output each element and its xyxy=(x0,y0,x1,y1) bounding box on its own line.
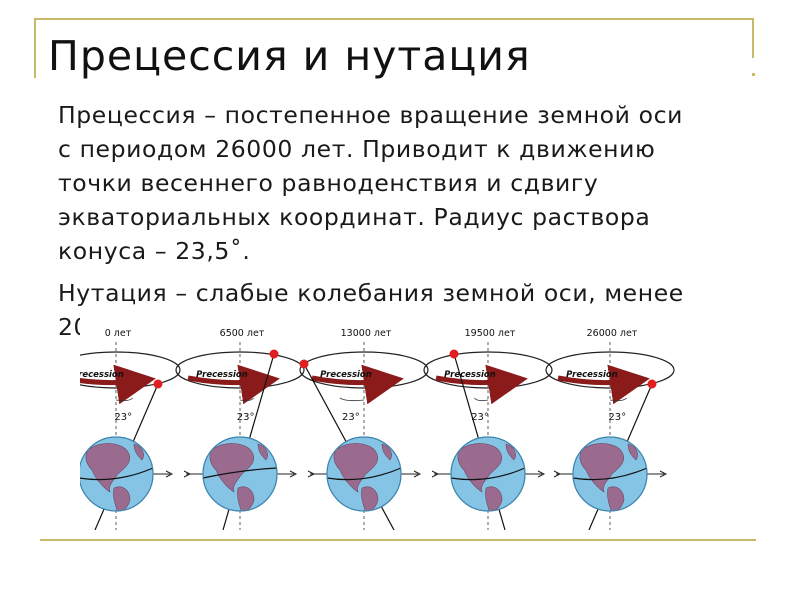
angle-label: 23° xyxy=(608,412,626,423)
globe-equator xyxy=(80,467,154,481)
globe xyxy=(80,436,154,512)
pole-dot xyxy=(153,379,163,389)
pole-dot xyxy=(269,349,279,359)
stage-time-label: 26000 лет xyxy=(587,328,638,339)
south-america-shape xyxy=(361,486,379,511)
angle-arc xyxy=(239,397,254,402)
frame-corner-dot xyxy=(752,73,755,76)
globe-land xyxy=(85,443,144,511)
north-america-shape xyxy=(333,443,379,493)
ecliptic-arrow-left xyxy=(553,470,562,478)
frame-bottom-line xyxy=(40,539,756,541)
globe-land xyxy=(333,443,392,511)
frame-top-line xyxy=(34,18,754,20)
angle-arc xyxy=(115,397,134,402)
angle-label: 23° xyxy=(114,412,132,423)
globe-land xyxy=(457,443,516,511)
angle-label: 23° xyxy=(342,412,360,423)
globe xyxy=(572,436,648,512)
globe-land xyxy=(579,443,638,511)
precession-label: Precession xyxy=(320,370,372,380)
south-america-shape xyxy=(237,486,255,511)
pole-dot xyxy=(647,379,657,389)
stage-time-label: 6500 лет xyxy=(220,328,265,339)
globe-equator xyxy=(572,467,648,481)
greenland-shape xyxy=(627,443,638,461)
ecliptic-arrow-left xyxy=(183,470,192,478)
globe-outline xyxy=(326,436,402,512)
greenland-shape xyxy=(505,443,516,461)
pole-dot xyxy=(449,349,459,359)
angle-arc xyxy=(474,397,489,402)
ecliptic-arrow-right xyxy=(289,470,298,478)
greenland-shape xyxy=(133,443,144,461)
ecliptic-arrow-right xyxy=(165,470,174,478)
stage-time-label: 19500 лет xyxy=(465,328,516,339)
south-america-shape xyxy=(485,486,503,511)
frame-right-line xyxy=(752,18,754,58)
north-america-shape xyxy=(85,443,131,493)
nutation-paragraph: Нутация – слабые колебания земной оси, м… xyxy=(58,279,684,341)
ecliptic-arrow-right xyxy=(413,470,422,478)
precession-label: Precession xyxy=(196,370,248,380)
precession-paragraph: Прецессия – постепенное вращение земной … xyxy=(58,101,683,265)
north-america-shape xyxy=(209,443,255,493)
ecliptic-arrow-right xyxy=(537,470,546,478)
south-america-shape xyxy=(607,486,625,511)
angle-arc xyxy=(609,397,628,402)
globe-outline xyxy=(80,436,154,512)
angle-label: 23° xyxy=(237,412,255,423)
pole-dot xyxy=(299,359,309,369)
globe xyxy=(450,436,526,512)
precession-arrow xyxy=(311,364,404,405)
angle-arc xyxy=(339,397,365,402)
globe-equator xyxy=(202,467,278,479)
stage-time-label: 13000 лет xyxy=(341,328,392,339)
precession-label: Precession xyxy=(566,370,618,380)
ecliptic-arrow-right xyxy=(659,470,668,478)
ecliptic-arrow-left xyxy=(431,470,440,478)
slide-title: Прецессия и нутация xyxy=(48,32,531,80)
precession-arrow xyxy=(80,364,156,405)
angle-label: 23° xyxy=(471,412,489,423)
precession-arrow xyxy=(435,364,528,405)
precession-arrow xyxy=(557,364,650,405)
precession-label: Precession xyxy=(80,370,124,380)
globe-land xyxy=(209,443,268,511)
globe xyxy=(202,436,278,512)
precession-label: Precession xyxy=(444,370,496,380)
globe-equator xyxy=(326,467,402,481)
globe-outline xyxy=(572,436,648,512)
ecliptic-arrow-left xyxy=(307,470,316,478)
precession-arrow xyxy=(187,364,280,405)
globe-outline xyxy=(450,436,526,512)
greenland-shape xyxy=(257,443,268,461)
globe xyxy=(326,436,402,512)
south-america-shape xyxy=(113,486,131,511)
north-america-shape xyxy=(457,443,503,493)
north-america-shape xyxy=(579,443,625,493)
globe-outline xyxy=(202,436,278,512)
stage-time-label: 0 лет xyxy=(105,328,132,339)
globe-equator xyxy=(450,467,526,481)
frame-left-line xyxy=(34,18,36,78)
greenland-shape xyxy=(381,443,392,461)
